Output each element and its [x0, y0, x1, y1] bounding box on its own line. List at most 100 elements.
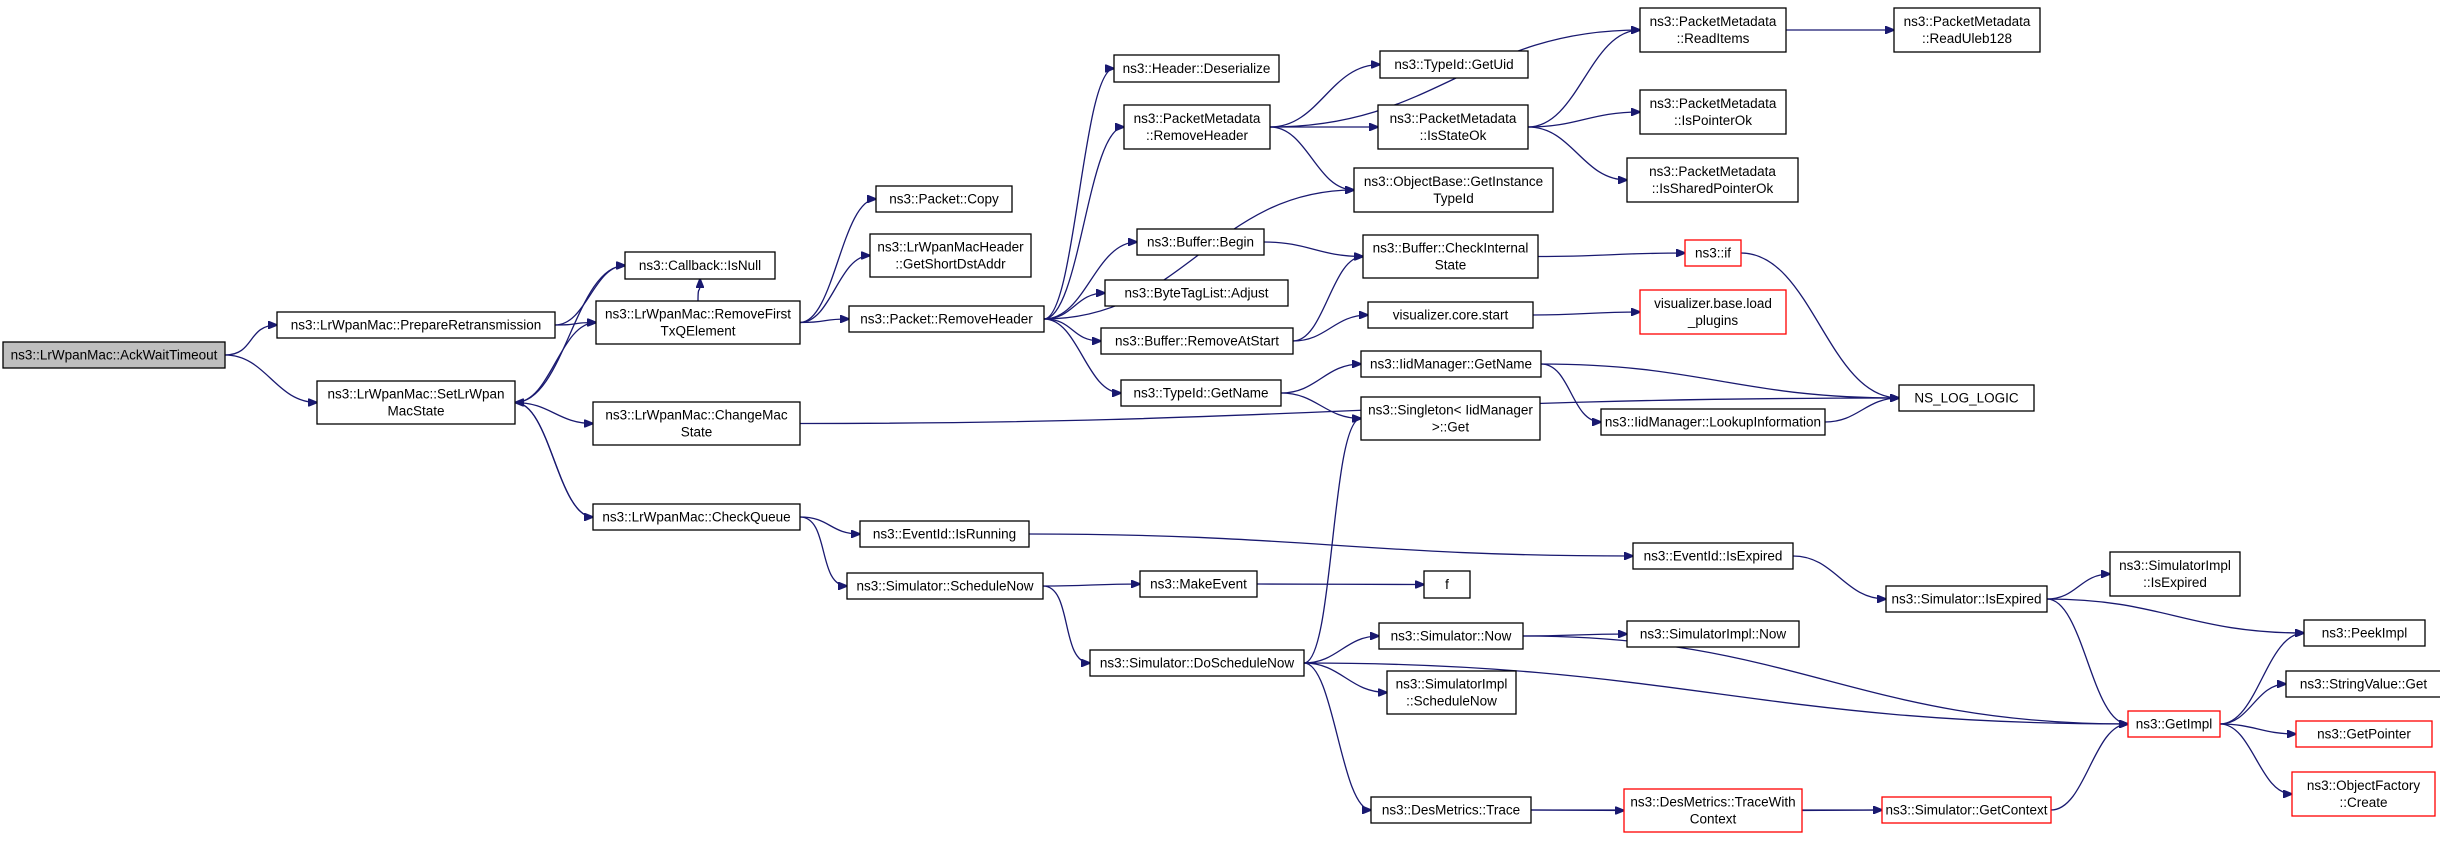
- node-packet-remove-header[interactable]: ns3::Packet::RemoveHeader: [848, 305, 1045, 333]
- node-get-pointer[interactable]: ns3::GetPointer: [2295, 720, 2433, 748]
- node-pmread-uleb128[interactable]: ns3::PacketMetadata::ReadUleb128: [1893, 7, 2041, 53]
- node-get-impl[interactable]: ns3::GetImpl: [2127, 710, 2221, 738]
- node-label: ns3::LrWpanMac::ChangeMac: [605, 408, 788, 423]
- node-pmis-state-ok[interactable]: ns3::PacketMetadata::IsStateOk: [1377, 104, 1529, 150]
- node-box: [1386, 670, 1517, 715]
- node-event-id-is-expired[interactable]: ns3::EventId::IsExpired: [1632, 542, 1794, 570]
- node-get-short-dst-addr[interactable]: ns3::LrWpanMacHeader::GetShortDstAddr: [869, 233, 1032, 278]
- node-label: ::IsExpired: [2143, 575, 2207, 590]
- node-label: ns3::IidManager::GetName: [1370, 357, 1532, 372]
- node-lookup-information[interactable]: ns3::IidManager::LookupInformation: [1600, 408, 1826, 436]
- edge-ack-wait-timeout-to-prepare-retransmission: [224, 325, 277, 356]
- node-buffer-remove-at-start[interactable]: ns3::Buffer::RemoveAtStart: [1100, 327, 1294, 355]
- node-box: [875, 185, 1013, 213]
- node-pmread-items[interactable]: ns3::PacketMetadata::ReadItems: [1639, 7, 1787, 53]
- node-box: [1123, 104, 1271, 150]
- node-check-queue[interactable]: ns3::LrWpanMac::CheckQueue: [592, 503, 801, 531]
- edge-lookup-information-to-ns-log-logic: [1824, 398, 1899, 423]
- edge-remove-first-tx-qelement-to-get-short-dst-addr: [799, 256, 870, 324]
- node-des-metrics-trace[interactable]: ns3::DesMetrics::Trace: [1370, 796, 1532, 824]
- node-buffer-begin[interactable]: ns3::Buffer::Begin: [1136, 228, 1265, 256]
- node-prepare-retransmission[interactable]: ns3::LrWpanMac::PrepareRetransmission: [276, 311, 556, 339]
- node-label: ns3::LrWpanMac::PrepareRetransmission: [291, 318, 542, 333]
- node-ns3if[interactable]: ns3::if: [1684, 239, 1742, 267]
- edge-remove-first-tx-qelement-to-packet-copy: [799, 199, 876, 324]
- node-simulator-now[interactable]: ns3::Simulator::Now: [1378, 622, 1524, 650]
- node-box: [276, 311, 556, 339]
- node-visualizer-core-start[interactable]: visualizer.core.start: [1367, 301, 1534, 329]
- node-label: ns3::GetImpl: [2136, 717, 2213, 732]
- edge-des-metrics-trace-with-context-to-simulator-get-context: [1801, 810, 1882, 811]
- node-label: TypeId: [1433, 191, 1474, 206]
- node-type-id-get-uid[interactable]: ns3::TypeId::GetUid: [1379, 50, 1529, 79]
- edge-simulator-schedule-now-to-do-schedule-now: [1042, 585, 1090, 663]
- node-label: ns3::Simulator::GetContext: [1885, 803, 2047, 818]
- node-pmis-shared-pointer-ok[interactable]: ns3::PacketMetadata::IsSharedPointerOk: [1626, 157, 1799, 203]
- node-simulator-impl-schedule-now[interactable]: ns3::SimulatorImpl::ScheduleNow: [1386, 670, 1517, 715]
- node-visualizer-load-plugins[interactable]: visualizer.base.load_plugins: [1639, 289, 1787, 335]
- edge-ack-wait-timeout-to-set-lr-wpan-mac-state: [224, 354, 317, 403]
- node-label: ns3::Buffer::CheckInternal: [1373, 241, 1529, 256]
- node-simulator-impl-now[interactable]: ns3::SimulatorImpl::Now: [1626, 620, 1800, 648]
- node-label: ::RemoveHeader: [1146, 128, 1249, 143]
- node-box: [1120, 379, 1282, 407]
- node-make-event[interactable]: ns3::MakeEvent: [1139, 570, 1258, 598]
- node-label: ns3::TypeId::GetUid: [1394, 57, 1513, 72]
- node-label: ns3::PacketMetadata: [1134, 111, 1261, 126]
- node-pmremove-header[interactable]: ns3::PacketMetadata::RemoveHeader: [1123, 104, 1271, 150]
- node-label: ::IsPointerOk: [1674, 113, 1752, 128]
- edge-iid-manager-get-name-to-ns-log-logic: [1540, 363, 1899, 398]
- node-ns-log-logic[interactable]: NS_LOG_LOGIC: [1898, 384, 2035, 412]
- node-type-id-get-name[interactable]: ns3::TypeId::GetName: [1120, 379, 1282, 407]
- node-simulator-is-expired[interactable]: ns3::Simulator::IsExpired: [1885, 585, 2048, 613]
- node-box: [1379, 50, 1529, 79]
- node-f[interactable]: f: [1423, 570, 1471, 599]
- node-simulator-get-context[interactable]: ns3::Simulator::GetContext: [1881, 796, 2052, 824]
- node-box: [1362, 234, 1539, 279]
- node-label: ns3::PeekImpl: [2322, 626, 2408, 641]
- node-simulator-impl-is-expired[interactable]: ns3::SimulatorImpl::IsExpired: [2109, 551, 2241, 597]
- node-label: ns3::Buffer::RemoveAtStart: [1115, 334, 1279, 349]
- node-simulator-schedule-now[interactable]: ns3::Simulator::ScheduleNow: [846, 572, 1044, 600]
- edge-packet-remove-header-to-header-deserialize: [1043, 69, 1114, 320]
- node-box: [1089, 649, 1305, 677]
- node-label: ns3::PacketMetadata: [1390, 111, 1517, 126]
- node-singleton-get[interactable]: ns3::Singleton< IidManager >::Get: [1360, 396, 1541, 441]
- edge-check-queue-to-simulator-schedule-now: [799, 516, 847, 586]
- edge-set-lr-wpan-mac-state-to-change-mac-state: [514, 401, 593, 424]
- node-callback-is-null[interactable]: ns3::Callback::IsNull: [624, 251, 776, 280]
- node-iid-manager-get-name[interactable]: ns3::IidManager::GetName: [1360, 350, 1542, 378]
- node-do-schedule-now[interactable]: ns3::Simulator::DoScheduleNow: [1089, 649, 1305, 677]
- node-label: ns3::LrWpanMac::CheckQueue: [602, 510, 790, 525]
- node-label: ns3::PacketMetadata: [1650, 96, 1777, 111]
- node-box: [1104, 279, 1289, 307]
- node-box: [1100, 327, 1294, 355]
- node-header-deserialize[interactable]: ns3::Header::Deserialize: [1113, 54, 1280, 83]
- node-pmis-pointer-ok[interactable]: ns3::PacketMetadata::IsPointerOk: [1639, 89, 1787, 135]
- edge-pmremove-header-to-type-id-get-uid: [1269, 65, 1380, 128]
- node-peek-impl[interactable]: ns3::PeekImpl: [2303, 619, 2426, 647]
- edge-set-lr-wpan-mac-state-to-remove-first-tx-qelement: [514, 323, 596, 404]
- node-box: [1136, 228, 1265, 256]
- node-box: [2109, 551, 2241, 597]
- node-object-factory-create[interactable]: ns3::ObjectFactory::Create: [2291, 771, 2436, 817]
- node-packet-copy[interactable]: ns3::Packet::Copy: [875, 185, 1013, 213]
- node-event-id-is-running[interactable]: ns3::EventId::IsRunning: [859, 520, 1030, 548]
- node-label: ns3::ObjectFactory: [2307, 778, 2421, 793]
- node-label: ns3::MakeEvent: [1150, 577, 1247, 592]
- node-ack-wait-timeout[interactable]: ns3::LrWpanMac::AckWaitTimeout: [2, 341, 226, 369]
- node-byte-tag-list-adjust[interactable]: ns3::ByteTagList::Adjust: [1104, 279, 1289, 307]
- node-string-value-get[interactable]: ns3::StringValue::Get: [2285, 670, 2440, 698]
- node-box: [1881, 796, 2052, 824]
- edge-packet-remove-header-to-pmremove-header: [1043, 127, 1124, 320]
- node-label: ns3::Singleton< IidManager: [1368, 403, 1533, 418]
- node-label: ns3::GetPointer: [2317, 727, 2411, 742]
- node-label: State: [1435, 258, 1467, 273]
- node-box: [869, 233, 1032, 278]
